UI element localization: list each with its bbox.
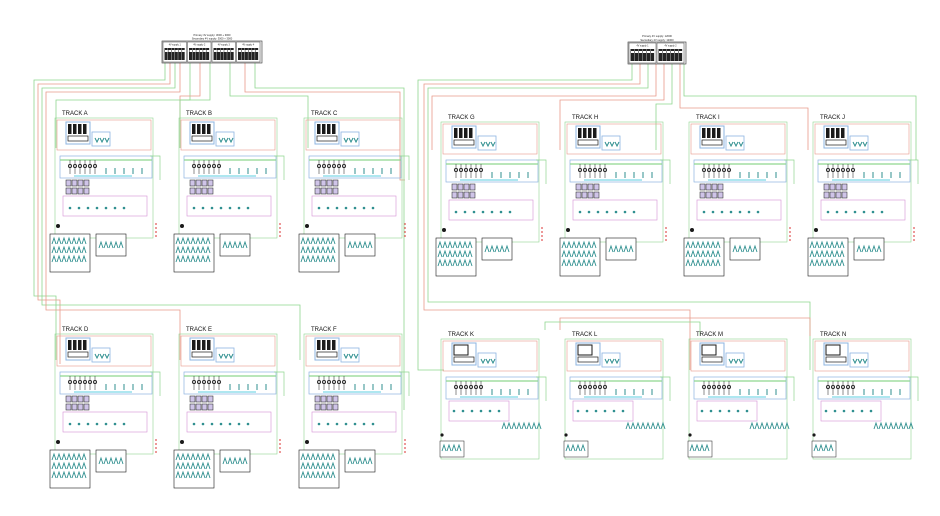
track-module: TRACK G — [435, 115, 547, 277]
ps-unit-label: 4V supply 1 — [636, 46, 649, 48]
track-label: TRACK E — [186, 327, 212, 333]
ps-unit-label: 4V supply 1 — [169, 45, 182, 47]
track-label: TRACK C — [311, 111, 338, 117]
power-supply-panel-1: Primary 4V supply: 3000 + 3000 Secondary… — [161, 33, 263, 64]
track-label: TRACK D — [62, 327, 89, 333]
track-label: TRACK G — [448, 115, 475, 121]
track-label: TRACK I — [696, 115, 720, 121]
track-label: TRACK L — [572, 332, 598, 338]
ps-unit-label: 4V supply 2 — [193, 45, 206, 47]
ps-unit: 4V supply 2 — [656, 42, 685, 64]
track-label: TRACK A — [62, 111, 88, 117]
ps-unit-label: 4V supply 2 — [664, 46, 677, 48]
track-module: TRACK K — [439, 332, 547, 460]
ps-unit: 4V supply 2 — [187, 41, 212, 63]
track-modules: TRACK A TRACK B TRACK C TRACK D TRACK E TRACK… — [49, 111, 919, 489]
track-label: TRACK K — [448, 332, 474, 338]
power-supply-panel-2: Primary 4V supply: 12000 Secondary 4V su… — [627, 34, 687, 65]
ps1-secondary: Secondary 4V supply: 3000 + 3000 — [192, 37, 233, 41]
track-label: TRACK J — [820, 115, 845, 121]
ps1-primary: Primary 4V supply: 3000 + 3000 — [194, 33, 232, 37]
track-label: TRACK F — [311, 327, 337, 333]
ps-unit-label: 4V supply 4 — [242, 45, 255, 47]
power-wiring — [33, 63, 917, 410]
track-module: TRACK C — [298, 111, 410, 273]
ps-unit-label: 4V supply 3 — [218, 45, 231, 47]
track-module: TRACK B — [173, 111, 285, 273]
track-module: TRACK I — [683, 115, 795, 277]
ps-unit: 4V supply 1 — [162, 41, 187, 63]
track-module: TRACK A — [49, 111, 161, 273]
track-label: TRACK H — [572, 115, 598, 121]
track-module: TRACK H — [559, 115, 671, 277]
track-module: TRACK L — [563, 332, 671, 460]
track-module: TRACK E — [173, 327, 285, 489]
track-module: TRACK N — [811, 332, 919, 460]
ps-unit: 4V supply 4 — [236, 41, 261, 63]
track-label: TRACK M — [696, 332, 723, 338]
track-label: TRACK N — [820, 332, 846, 338]
track-module: TRACK D — [49, 327, 161, 489]
ps-unit: 4V supply 1 — [628, 42, 657, 64]
track-module: TRACK J — [807, 115, 919, 277]
ps2-secondary: Secondary 4V supply: 12000 — [640, 38, 674, 42]
ps2-primary: Primary 4V supply: 12000 — [642, 34, 672, 38]
track-label: TRACK B — [186, 111, 212, 117]
ps-unit: 4V supply 3 — [211, 41, 236, 63]
track-module: TRACK M — [687, 332, 795, 460]
track-module: TRACK F — [298, 327, 410, 489]
